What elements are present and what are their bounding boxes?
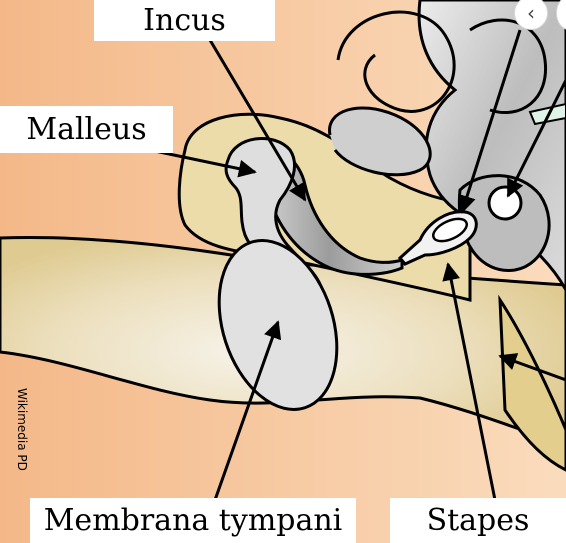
label-membrana-tympani: Membrana tympani [30, 498, 356, 543]
round-window [487, 185, 523, 221]
label-incus: Incus [94, 0, 275, 41]
chevron-left-icon[interactable]: ‹ [514, 0, 548, 30]
pointer-membrana [213, 320, 282, 501]
label-stapes: Stapes [390, 498, 566, 543]
stapes-footplate [431, 217, 469, 243]
canal-loop-1 [336, 10, 456, 113]
pointer-oval-window [458, 29, 522, 214]
wikimedia-watermark: Wikimedia PD [15, 388, 29, 471]
label-malleus: Malleus [0, 106, 173, 153]
pointer-malleus [149, 148, 257, 178]
canal-loop-3 [469, 18, 548, 115]
pointer-round-window [506, 79, 566, 198]
canal-loop-2 [328, 106, 432, 177]
vestibule [457, 174, 551, 272]
pointer-stapes [442, 262, 497, 501]
pointer-incus [208, 39, 307, 202]
pointer-canal [498, 353, 566, 382]
